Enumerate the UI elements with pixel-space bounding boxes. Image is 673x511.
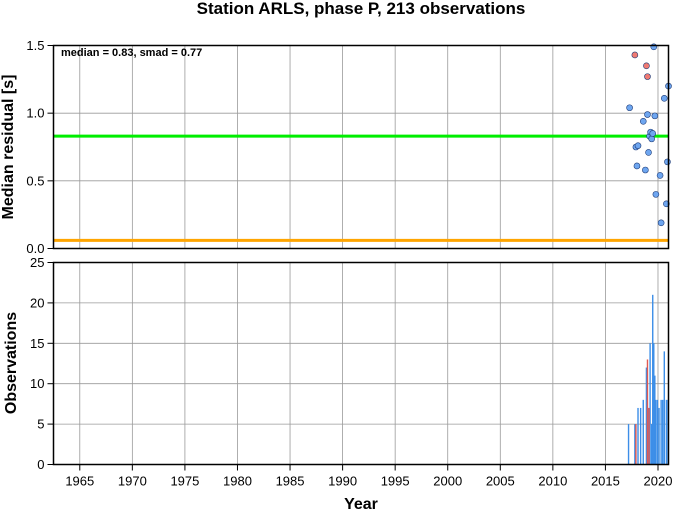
- top-y-tick-label: 0.0: [26, 241, 44, 256]
- bottom-y-tick-label: 20: [30, 295, 44, 310]
- bottom-y-axis-label: Observations: [3, 312, 20, 414]
- bottom-y-tick-label: 5: [37, 417, 44, 432]
- bar: [658, 407, 660, 465]
- data-point: [664, 158, 671, 166]
- bar: [649, 343, 651, 465]
- bar: [645, 367, 648, 465]
- bottom-y-tick-label: 15: [30, 336, 44, 351]
- top-reference-lines: [53, 134, 669, 242]
- bar: [662, 399, 664, 465]
- bar: [646, 359, 649, 465]
- bar: [653, 343, 655, 465]
- data-point: [652, 191, 660, 198]
- bar: [635, 424, 637, 465]
- bar: [637, 407, 639, 465]
- data-point: [643, 62, 650, 70]
- bar: [655, 399, 657, 465]
- x-tick-label: 2020: [644, 474, 673, 489]
- data-point: [644, 111, 651, 118]
- top-y-ticks: 0.0 0.5 1.0 1.5: [26, 38, 54, 256]
- bottom-bars: [627, 294, 669, 465]
- data-point: [644, 73, 651, 80]
- bar: [642, 399, 644, 465]
- data-point: [660, 94, 668, 102]
- data-point: [626, 104, 633, 112]
- top-y-tick-label: 1.0: [26, 106, 44, 121]
- data-point: [631, 51, 639, 59]
- x-tick-label: 2015: [591, 474, 620, 489]
- bar: [627, 424, 630, 465]
- top-grid: [53, 45, 669, 249]
- bar: [663, 351, 665, 465]
- bar: [656, 399, 659, 465]
- x-tick-label: 1975: [170, 474, 199, 489]
- data-point: [645, 149, 652, 156]
- bottom-grid: [53, 262, 669, 465]
- bar: [648, 407, 650, 465]
- top-y-tick-label: 0.5: [26, 173, 44, 188]
- data-point: [651, 112, 659, 120]
- x-tick-label: 1970: [118, 474, 147, 489]
- data-point: [657, 219, 665, 227]
- x-tick-label: 2010: [538, 474, 567, 489]
- top-annotation: median = 0.83, smad = 0.77: [61, 47, 202, 59]
- chart-title: Station ARLS, phase P, 213 observations: [197, 0, 526, 18]
- data-point: [639, 117, 647, 125]
- top-panel-frame: [52, 44, 670, 250]
- bottom-x-ticks: 1965 1970 1975 1980 1985 1990 1995 2000 2005 2010…: [65, 464, 673, 489]
- x-axis-label: Year: [344, 496, 378, 511]
- x-tick-label: 1995: [381, 474, 410, 489]
- data-point: [649, 130, 657, 137]
- bar: [654, 375, 656, 465]
- bar: [634, 424, 636, 465]
- x-tick-label: 1965: [65, 474, 94, 489]
- top-y-axis-label: Median residual [s]: [0, 75, 17, 220]
- bar: [665, 399, 668, 465]
- bar: [639, 407, 642, 465]
- data-point: [656, 172, 664, 179]
- data-point: [642, 166, 649, 174]
- x-tick-label: 2000: [433, 474, 462, 489]
- bar: [650, 424, 653, 465]
- bar: [660, 399, 662, 465]
- bottom-y-tick-label: 0: [37, 457, 44, 472]
- bottom-panel-frame: [52, 261, 670, 466]
- x-tick-label: 2005: [486, 474, 515, 489]
- data-point: [633, 162, 641, 170]
- bottom-y-tick-label: 10: [30, 376, 44, 391]
- top-y-tick-label: 1.5: [26, 38, 44, 53]
- x-tick-label: 1980: [223, 474, 252, 489]
- x-tick-label: 1985: [276, 474, 305, 489]
- bar: [652, 294, 654, 465]
- data-point: [648, 135, 655, 143]
- x-tick-label: 1990: [328, 474, 357, 489]
- bottom-y-tick-label: 25: [30, 255, 44, 270]
- bottom-y-ticks: 0 5 10 15 20 25: [30, 255, 54, 472]
- data-point: [634, 142, 642, 149]
